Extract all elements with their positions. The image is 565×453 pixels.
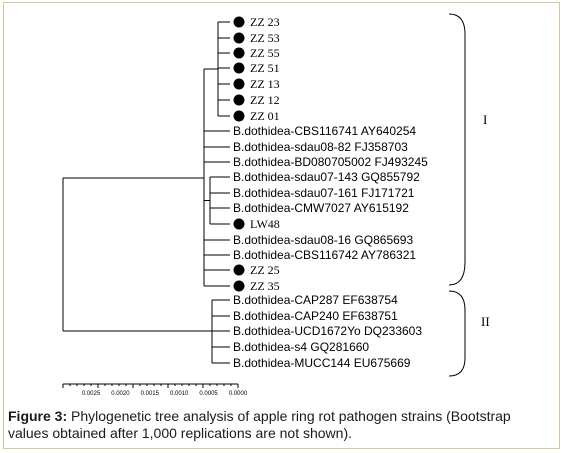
leaf-marker-dot [233,78,245,90]
leaf-marker-dot [233,47,245,59]
leaf-label: ZZ 25 [250,263,280,277]
leaf-label: B.dothidea-CAP240 EF638751 [233,309,398,323]
tree-branches [62,21,230,364]
scale-bar-labels: 0.0025 0.0020 0.0015 0.0010 0.0005 0.0000 [82,391,248,397]
leaf-marker-dot [233,62,245,74]
leaf-label: ZZ 35 [250,279,280,293]
clade-II-bracket [448,290,466,377]
leaf-label: LW48 [250,217,280,231]
leaf-label: B.dothidea-sdau07-143 GQ855792 [233,170,420,184]
leaf-label: ZZ 53 [250,31,280,45]
scale-tick-label: 0.0000 [229,391,248,397]
figure-frame [3,2,560,449]
leaf-label: B.dothidea-CAP287 EF638754 [233,293,398,307]
leaf-label: B.dothidea-sdau08-16 GQ865693 [233,233,413,247]
scale-tick-label: 0.0005 [199,391,218,397]
leaf-markers [233,16,245,292]
leaf-marker-dot [233,94,245,106]
figure-caption: Figure 3: Phylogenetic tree analysis of … [8,408,553,442]
clade-I-label: I [483,112,487,127]
leaf-label: ZZ 55 [250,46,280,60]
leaf-label: ZZ 13 [250,77,280,91]
scale-tick-label: 0.0015 [141,391,160,397]
leaf-label: B.dothidea-s4 GQ281660 [233,340,369,354]
leaf-label: ZZ 51 [250,61,280,75]
leaf-marker-dot [233,264,245,276]
leaf-label: B.dothidea-MUCC144 EU675669 [233,356,411,370]
leaf-label: B.dothidea-CBS116741 AY640254 [233,124,416,138]
leaf-marker-dot [233,280,245,292]
leaf-label: ZZ 23 [250,15,280,29]
scale-bar [62,383,239,388]
leaf-label: B.dothidea-CMW7027 AY615192 [233,201,409,215]
leaf-marker-dot [233,110,245,122]
leaf-label: ZZ 01 [250,109,280,123]
scale-tick-label: 0.0020 [111,391,130,397]
clade-I-bracket [448,13,466,286]
scale-tick-label: 0.0025 [82,391,101,397]
leaf-label: B.dothidea-CBS116742 AY786321 [233,248,416,262]
scale-tick-label: 0.0010 [170,391,189,397]
leaf-label: ZZ 12 [250,93,280,107]
leaf-label: B.dothidea-sdau08-82 FJ358703 [233,140,408,154]
leaf-label: B.dothidea-UCD1672Yo DQ233603 [233,324,422,338]
leaf-marker-dot [233,218,245,230]
clade-I-bracket-line [448,13,466,286]
leaf-marker-dot [233,16,245,28]
leaf-marker-dot [233,32,245,44]
clade-II-bracket-line [448,290,466,377]
caption-text: Phylogenetic tree analysis of apple ring… [8,408,511,441]
clade-II-label: II [481,314,490,329]
caption-label: Figure 3: [8,408,68,424]
leaf-label: B.dothidea-BD080705002 FJ493245 [233,155,428,169]
leaf-label: B.dothidea-sdau07-161 FJ171721 [233,186,415,200]
